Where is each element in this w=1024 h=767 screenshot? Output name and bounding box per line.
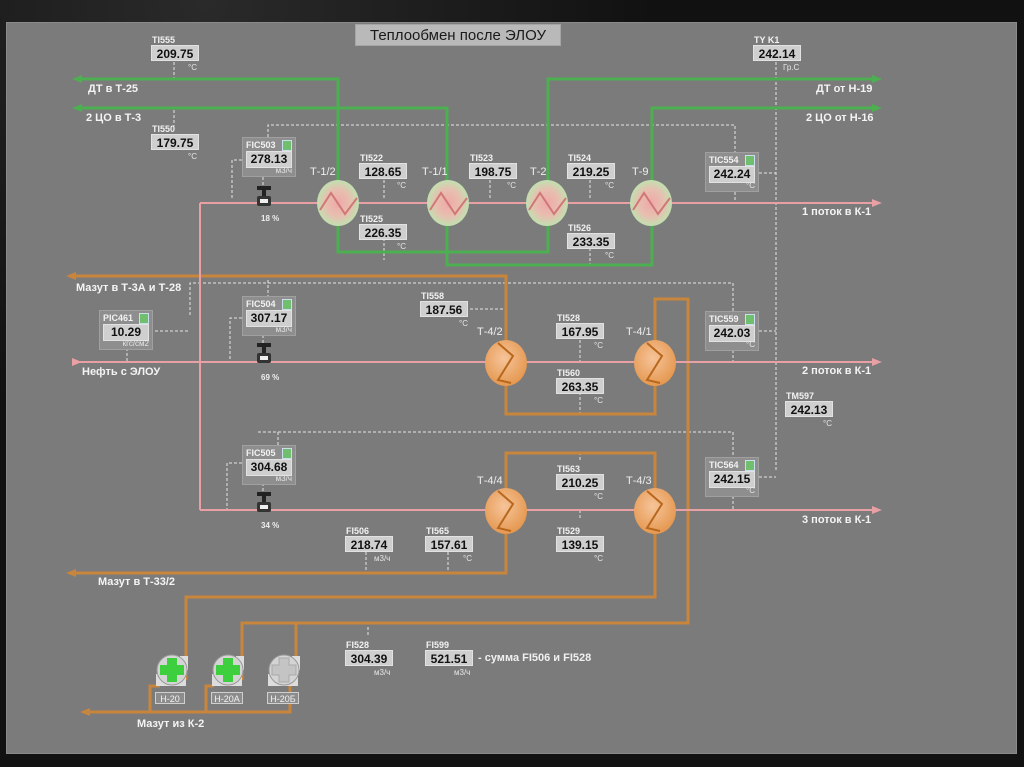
page-title: Теплообмен после ЭЛОУ	[355, 24, 561, 46]
controller-fic505[interactable]: FIC505 304.68 м3/ч	[242, 445, 296, 485]
valve-icon-fic503	[257, 186, 271, 206]
exchanger-t9	[630, 180, 672, 226]
stream-label-2: 2 поток в К-1	[802, 365, 872, 377]
valve-icon-fic505	[257, 492, 271, 512]
pump-n20[interactable]: Н-20	[155, 692, 185, 704]
exchanger-t12	[317, 180, 359, 226]
status-led	[282, 299, 292, 310]
exchanger-label-t9: Т-9	[632, 166, 649, 178]
pump-n20b[interactable]: Н-20Б	[267, 692, 299, 704]
exchanger-label-t44: Т-4/4	[477, 475, 503, 487]
exchanger-label-t41: Т-4/1	[626, 326, 652, 338]
pump-icon-n20a	[212, 654, 244, 686]
exchanger-label-t42: Т-4/2	[477, 326, 503, 338]
stream-label-mazut-t33: Мазут в Т-33/2	[98, 576, 176, 588]
exchanger-t11	[427, 180, 469, 226]
stream-label-mazut-t3a: Мазут в Т-3А и Т-28	[76, 282, 182, 294]
controller-fic503[interactable]: FIC503 278.13 м3/ч	[242, 137, 296, 177]
controller-tic564[interactable]: TIC564 242.15 °C	[705, 457, 759, 497]
signal-lines	[126, 62, 777, 635]
controller-tic554[interactable]: TIC554 242.24 °C	[705, 152, 759, 192]
exchanger-t42	[485, 340, 527, 386]
valve-position-fic504: 69 %	[261, 373, 280, 382]
controller-tic559[interactable]: TIC559 242.03 °C	[705, 311, 759, 351]
stream-label-tso2-out: 2 ЦО в Т-3	[86, 112, 142, 124]
stream-label-dt-in: ДТ от Н-19	[816, 83, 873, 95]
stream-label-tso2-in: 2 ЦО от Н-16	[806, 112, 874, 124]
stream-label-oil-in: Нефть с ЭЛОУ	[82, 366, 161, 378]
exchanger-t41	[634, 340, 676, 386]
pump-n20a[interactable]: Н-20А	[211, 692, 243, 704]
status-led	[282, 140, 292, 151]
exchanger-t44	[485, 488, 527, 534]
exchanger-label-t12: Т-1/2	[310, 166, 336, 178]
exchanger-t43	[634, 488, 676, 534]
stream-label-dt-out: ДТ в Т-25	[88, 83, 139, 95]
status-led	[745, 155, 755, 166]
exchanger-t2	[526, 180, 568, 226]
fi599-note: - сумма FI506 и FI528	[478, 652, 592, 664]
controller-pic461[interactable]: PIC461 10.29 кгс/см2	[99, 310, 153, 350]
valve-position-fic505: 34 %	[261, 521, 280, 530]
pump-icon-n20	[156, 654, 188, 686]
status-led	[745, 460, 755, 471]
valve-position-fic503: 18 %	[261, 214, 280, 223]
stream-label-mazut-k2: Мазут из К-2	[137, 718, 205, 730]
stream-label-3: 3 поток в К-1	[802, 514, 872, 526]
exchanger-label-t2: Т-2	[530, 166, 547, 178]
controller-fic504[interactable]: FIC504 307.17 м3/ч	[242, 296, 296, 336]
pump-icon-n20b	[268, 654, 300, 686]
stream-label-1: 1 поток в К-1	[802, 206, 872, 218]
status-led	[139, 313, 149, 324]
exchanger-label-t43: Т-4/3	[626, 475, 652, 487]
valve-icon-fic504	[257, 343, 271, 363]
status-led	[282, 448, 292, 459]
exchanger-label-t11: Т-1/1	[422, 166, 448, 178]
status-led	[745, 314, 755, 325]
